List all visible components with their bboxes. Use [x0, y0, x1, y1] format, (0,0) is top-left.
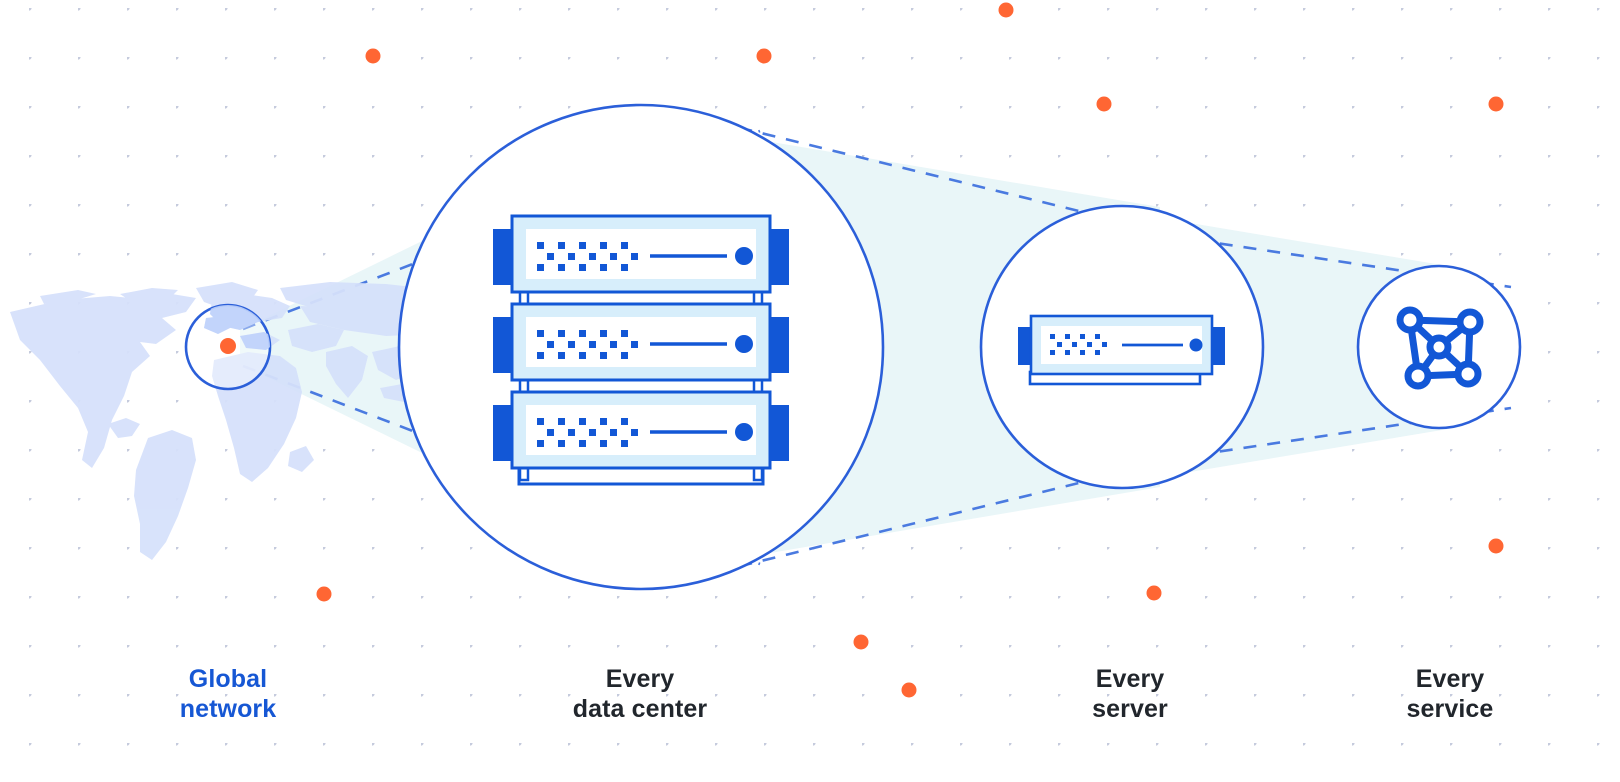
vent-dot-matrix [537, 242, 638, 271]
vent-dot-matrix [537, 330, 638, 359]
stage-label-every-server: Every server [1092, 665, 1168, 723]
highlight-dot [998, 2, 1014, 18]
stage-label-every-service: Every service [1406, 665, 1494, 723]
highlight-dot [756, 48, 772, 64]
map-location-marker [220, 338, 236, 354]
mesh-network-icon [1396, 306, 1484, 390]
vent-dot-matrix [537, 418, 638, 447]
vent-dot-matrix [1050, 334, 1107, 355]
highlight-dot [901, 682, 917, 698]
highlight-dot [316, 586, 332, 602]
status-led [735, 247, 753, 265]
highlight-dot [365, 48, 381, 64]
server-rack-icon [493, 214, 789, 486]
highlight-dot [1488, 538, 1504, 554]
stage-circle-data-center [397, 103, 885, 591]
highlight-dot [1096, 96, 1112, 112]
stage-circle-service [1356, 264, 1522, 430]
server-unit [1018, 314, 1225, 376]
status-led [735, 423, 753, 441]
server-unit-icon [1018, 314, 1225, 386]
stage-label-global-network: Global network [179, 665, 277, 723]
highlight-dot [853, 634, 869, 650]
status-led [735, 335, 753, 353]
highlight-dot [1146, 585, 1162, 601]
server-unit [493, 390, 789, 470]
stage-circle-server [979, 204, 1265, 490]
server-unit [493, 302, 789, 382]
stage-label-every-data-center: Every data center [572, 665, 708, 723]
server-unit [493, 214, 789, 294]
highlight-dot [1488, 96, 1504, 112]
highlight-dots [316, 2, 1504, 698]
status-led [1189, 338, 1203, 352]
